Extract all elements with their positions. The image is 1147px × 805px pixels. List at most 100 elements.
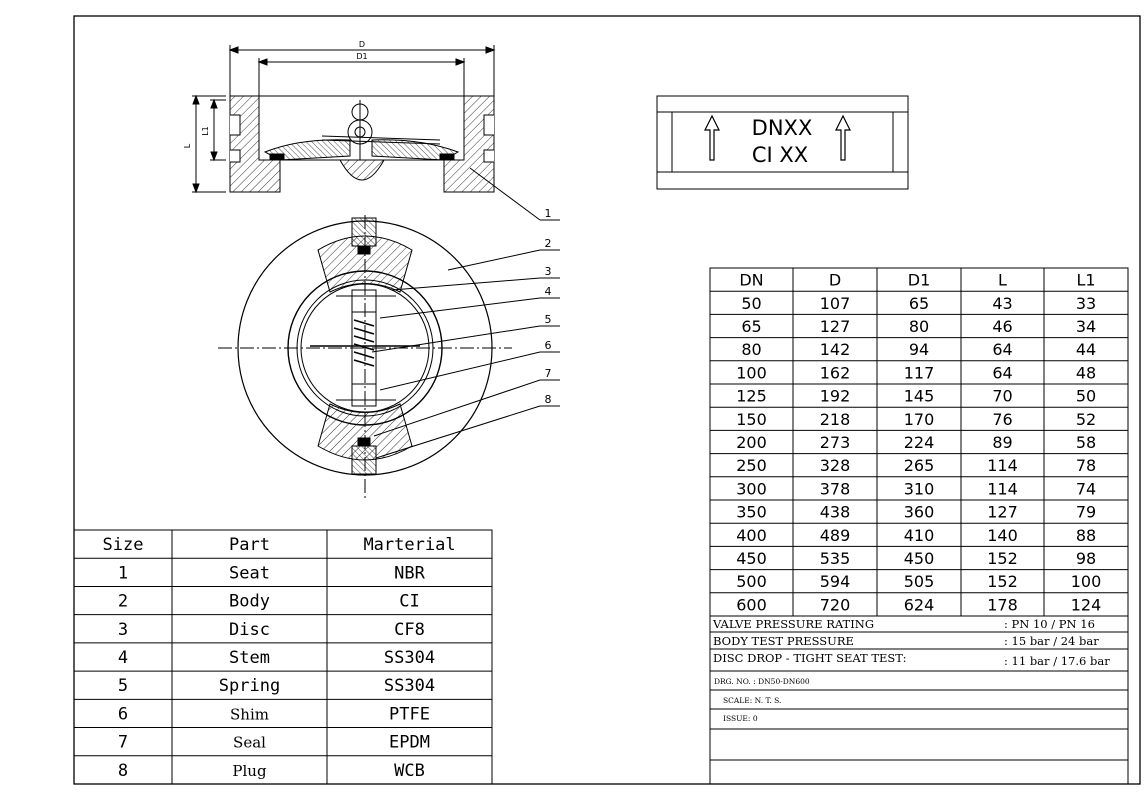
dims-table-cell: 80 — [909, 317, 929, 336]
parts-table-cell: PTFE — [389, 704, 430, 724]
dims-table-cell: 50 — [741, 294, 761, 313]
dims-table-header: L — [998, 271, 1007, 290]
callout-7: 7 — [545, 367, 552, 380]
dims-table-cell: 78 — [1076, 456, 1096, 475]
note-label-pressure-rating: VALVE PRESSURE RATING — [712, 617, 874, 631]
parts-table-header: Size — [103, 535, 144, 555]
dims-table-cell: 52 — [1076, 410, 1096, 429]
parts-table-cell: 8 — [118, 761, 128, 781]
parts-table-cell: Body — [229, 592, 270, 612]
parts-table-cell: CI — [399, 592, 419, 612]
arrow-up-icon — [835, 114, 851, 161]
callout-5: 5 — [545, 313, 552, 326]
dims-table-cell: 65 — [909, 294, 929, 313]
parts-table-cell: SS304 — [384, 676, 435, 696]
drawing-issue: ISSUE: 0 — [723, 714, 758, 723]
callout-4: 4 — [545, 285, 552, 298]
parts-table-cell: EPDM — [389, 733, 430, 753]
parts-table-header: Marterial — [363, 535, 455, 555]
callout-2: 2 — [545, 237, 552, 250]
dims-table-header: D1 — [908, 271, 931, 290]
dims-table-cell: 162 — [820, 363, 851, 382]
nameplate-line2: CI XX — [752, 143, 808, 167]
drawing-number: DRG. NO. : DN50-DN600 — [714, 677, 810, 686]
dims-table-cell: 273 — [820, 433, 851, 452]
dims-table-cell: 64 — [992, 340, 1012, 359]
dims-table-cell: 218 — [820, 410, 851, 429]
dims-table-cell: 65 — [741, 317, 761, 336]
parts-table-cell: SS304 — [384, 648, 435, 668]
dims-table-cell: 44 — [1076, 340, 1096, 359]
note-value-body-test: : 15 bar / 24 bar — [1004, 634, 1099, 648]
callout-labels: 1 2 3 4 5 6 7 8 — [545, 207, 552, 406]
parts-table-cell: Spring — [219, 676, 280, 696]
dims-table-cell: 125 — [736, 387, 767, 406]
dims-table-cell: 250 — [736, 456, 767, 475]
dims-table-cell: 46 — [992, 317, 1012, 336]
dims-table-cell: 34 — [1076, 317, 1096, 336]
dims-table-cell: 535 — [820, 549, 851, 568]
dims-table-cell: 152 — [987, 549, 1018, 568]
dims-table-cell: 360 — [904, 503, 935, 522]
parts-table-cell: CF8 — [394, 620, 425, 640]
dims-table-cell: 265 — [904, 456, 935, 475]
parts-table-cell: Disc — [229, 620, 270, 640]
notes-text: VALVE PRESSURE RATING : PN 10 / PN 16 BO… — [712, 617, 1110, 723]
drawing-border — [73, 15, 1141, 785]
dims-table-cell: 33 — [1076, 294, 1096, 313]
dims-table-cell: 410 — [904, 526, 935, 545]
note-label-body-test: BODY TEST PRESSURE — [713, 634, 854, 648]
dims-table-cell: 127 — [987, 503, 1018, 522]
front-view — [218, 215, 560, 500]
dims-table-cell: 178 — [987, 595, 1018, 614]
dims-table-cell: 224 — [904, 433, 935, 452]
dims-table-cell: 117 — [904, 363, 935, 382]
arrow-up-icon — [704, 114, 720, 161]
parts-table-cell: Seat — [229, 563, 270, 583]
dims-table-cell: 58 — [1076, 433, 1096, 452]
nameplate — [656, 95, 909, 190]
dims-table-cell: 505 — [904, 572, 935, 591]
dims-table-cell: 64 — [992, 363, 1012, 382]
parts-table-header: Part — [229, 535, 270, 555]
dims-table-cell: 192 — [820, 387, 851, 406]
dims-table-cell: 48 — [1076, 363, 1096, 382]
notes-block — [709, 268, 1128, 784]
dims-table-cell: 350 — [736, 503, 767, 522]
dims-table-cell: 124 — [1071, 595, 1102, 614]
dims-table-cell: 500 — [736, 572, 767, 591]
dims-table-cell: 142 — [820, 340, 851, 359]
dims-table-cell: 400 — [736, 526, 767, 545]
callout-8: 8 — [545, 393, 552, 406]
dims-table-cell: 76 — [992, 410, 1012, 429]
dim-label-d: D — [359, 40, 365, 49]
note-value-seat-test: : 11 bar / 17.6 bar — [1004, 654, 1110, 668]
dims-table-cell: 170 — [904, 410, 935, 429]
parts-table-cell: 6 — [118, 704, 128, 724]
parts-table-cell: 7 — [118, 733, 128, 753]
side-section-view — [192, 45, 560, 221]
dims-table-cell: 100 — [736, 363, 767, 382]
dims-table-cell: 107 — [820, 294, 851, 313]
parts-table-cell: Shim — [230, 705, 269, 723]
parts-table-cell: 3 — [118, 620, 128, 640]
dims-table-cell: 70 — [992, 387, 1012, 406]
dims-table-cell: 74 — [1076, 479, 1096, 498]
dims-table-header: D — [829, 271, 841, 290]
dims-table-cell: 594 — [820, 572, 851, 591]
dims-table-cell: 140 — [987, 526, 1018, 545]
dims-table-cell: 450 — [904, 549, 935, 568]
dims-table-cell: 145 — [904, 387, 935, 406]
dims-table-cell: 94 — [909, 340, 929, 359]
parts-table-cell: Seal — [233, 734, 266, 752]
callout-3: 3 — [545, 265, 552, 278]
dims-table-cell: 79 — [1076, 503, 1096, 522]
nameplate-line1: DNXX — [752, 116, 813, 140]
drawing-scale: SCALE: N. T. S. — [723, 696, 781, 705]
parts-table-cell: NBR — [394, 563, 425, 583]
dims-table-cell: 300 — [736, 479, 767, 498]
dim-label-l1: L1 — [201, 126, 210, 136]
callout-6: 6 — [545, 339, 552, 352]
